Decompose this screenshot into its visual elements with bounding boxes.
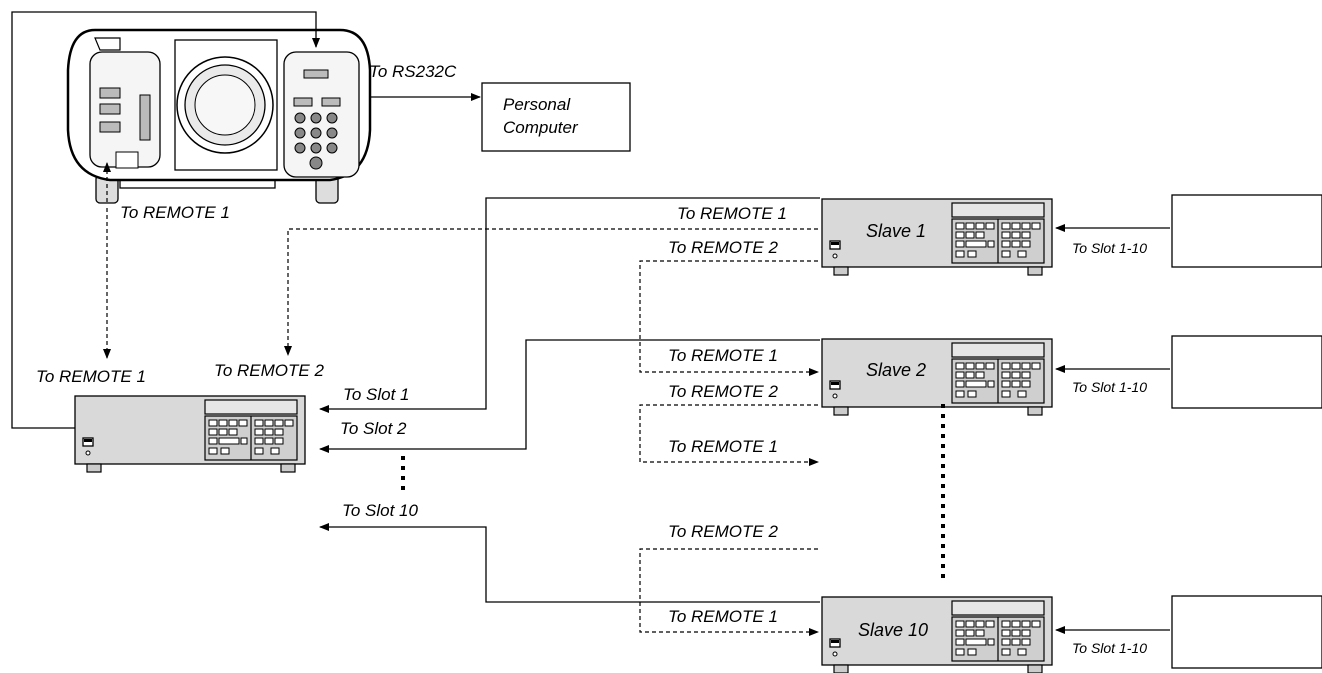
label-slave2-remote2: To REMOTE 2 xyxy=(668,382,778,401)
slave-switcher-icon xyxy=(821,198,1053,276)
label-master-remote1: To REMOTE 1 xyxy=(36,367,146,386)
master-switcher-icon xyxy=(74,395,306,473)
slave-1-unit: Slave 1 xyxy=(821,198,1053,276)
computer-label-line2: Computer xyxy=(503,118,579,137)
label-slave1-remote1: To REMOTE 1 xyxy=(677,204,787,223)
slave-name: Slave 2 xyxy=(866,360,926,380)
source-box xyxy=(1171,335,1322,409)
label-slave10-remote1: To REMOTE 1 xyxy=(668,607,778,626)
connection-lines xyxy=(11,11,1170,636)
label-master-remote2: To REMOTE 2 xyxy=(214,361,324,380)
label-slot1: To Slot 1 xyxy=(343,385,409,404)
slave-switcher-icon xyxy=(821,596,1053,673)
label-slot2: To Slot 2 xyxy=(340,419,407,438)
computer-label-line1: Personal xyxy=(503,95,571,114)
projector-icon xyxy=(66,28,372,204)
label-slave1-remote2: To REMOTE 2 xyxy=(668,238,778,257)
label-slave1-slot: To Slot 1-10 xyxy=(1072,240,1147,256)
label-slave2-slot: To Slot 1-10 xyxy=(1072,379,1147,395)
label-slave2-remote1: To REMOTE 1 xyxy=(668,346,778,365)
slave-2-unit: Slave 2 xyxy=(821,338,1053,416)
label-to-rs232c: To RS232C xyxy=(369,62,457,81)
label-continuation-remote1: To REMOTE 1 xyxy=(668,437,778,456)
personal-computer-box: Personal Computer xyxy=(481,82,631,152)
label-continuation-remote2: To REMOTE 2 xyxy=(668,522,778,541)
source-box xyxy=(1171,595,1322,669)
slave-name: Slave 1 xyxy=(866,221,926,241)
label-slot10: To Slot 10 xyxy=(342,501,418,520)
slave-10-unit: Slave 10 xyxy=(821,596,1053,673)
label-projector-remote1: To REMOTE 1 xyxy=(120,203,230,222)
slave-switcher-icon xyxy=(821,338,1053,416)
slave-name: Slave 10 xyxy=(858,620,928,640)
source-box xyxy=(1171,194,1322,268)
label-slave10-slot: To Slot 1-10 xyxy=(1072,640,1147,656)
